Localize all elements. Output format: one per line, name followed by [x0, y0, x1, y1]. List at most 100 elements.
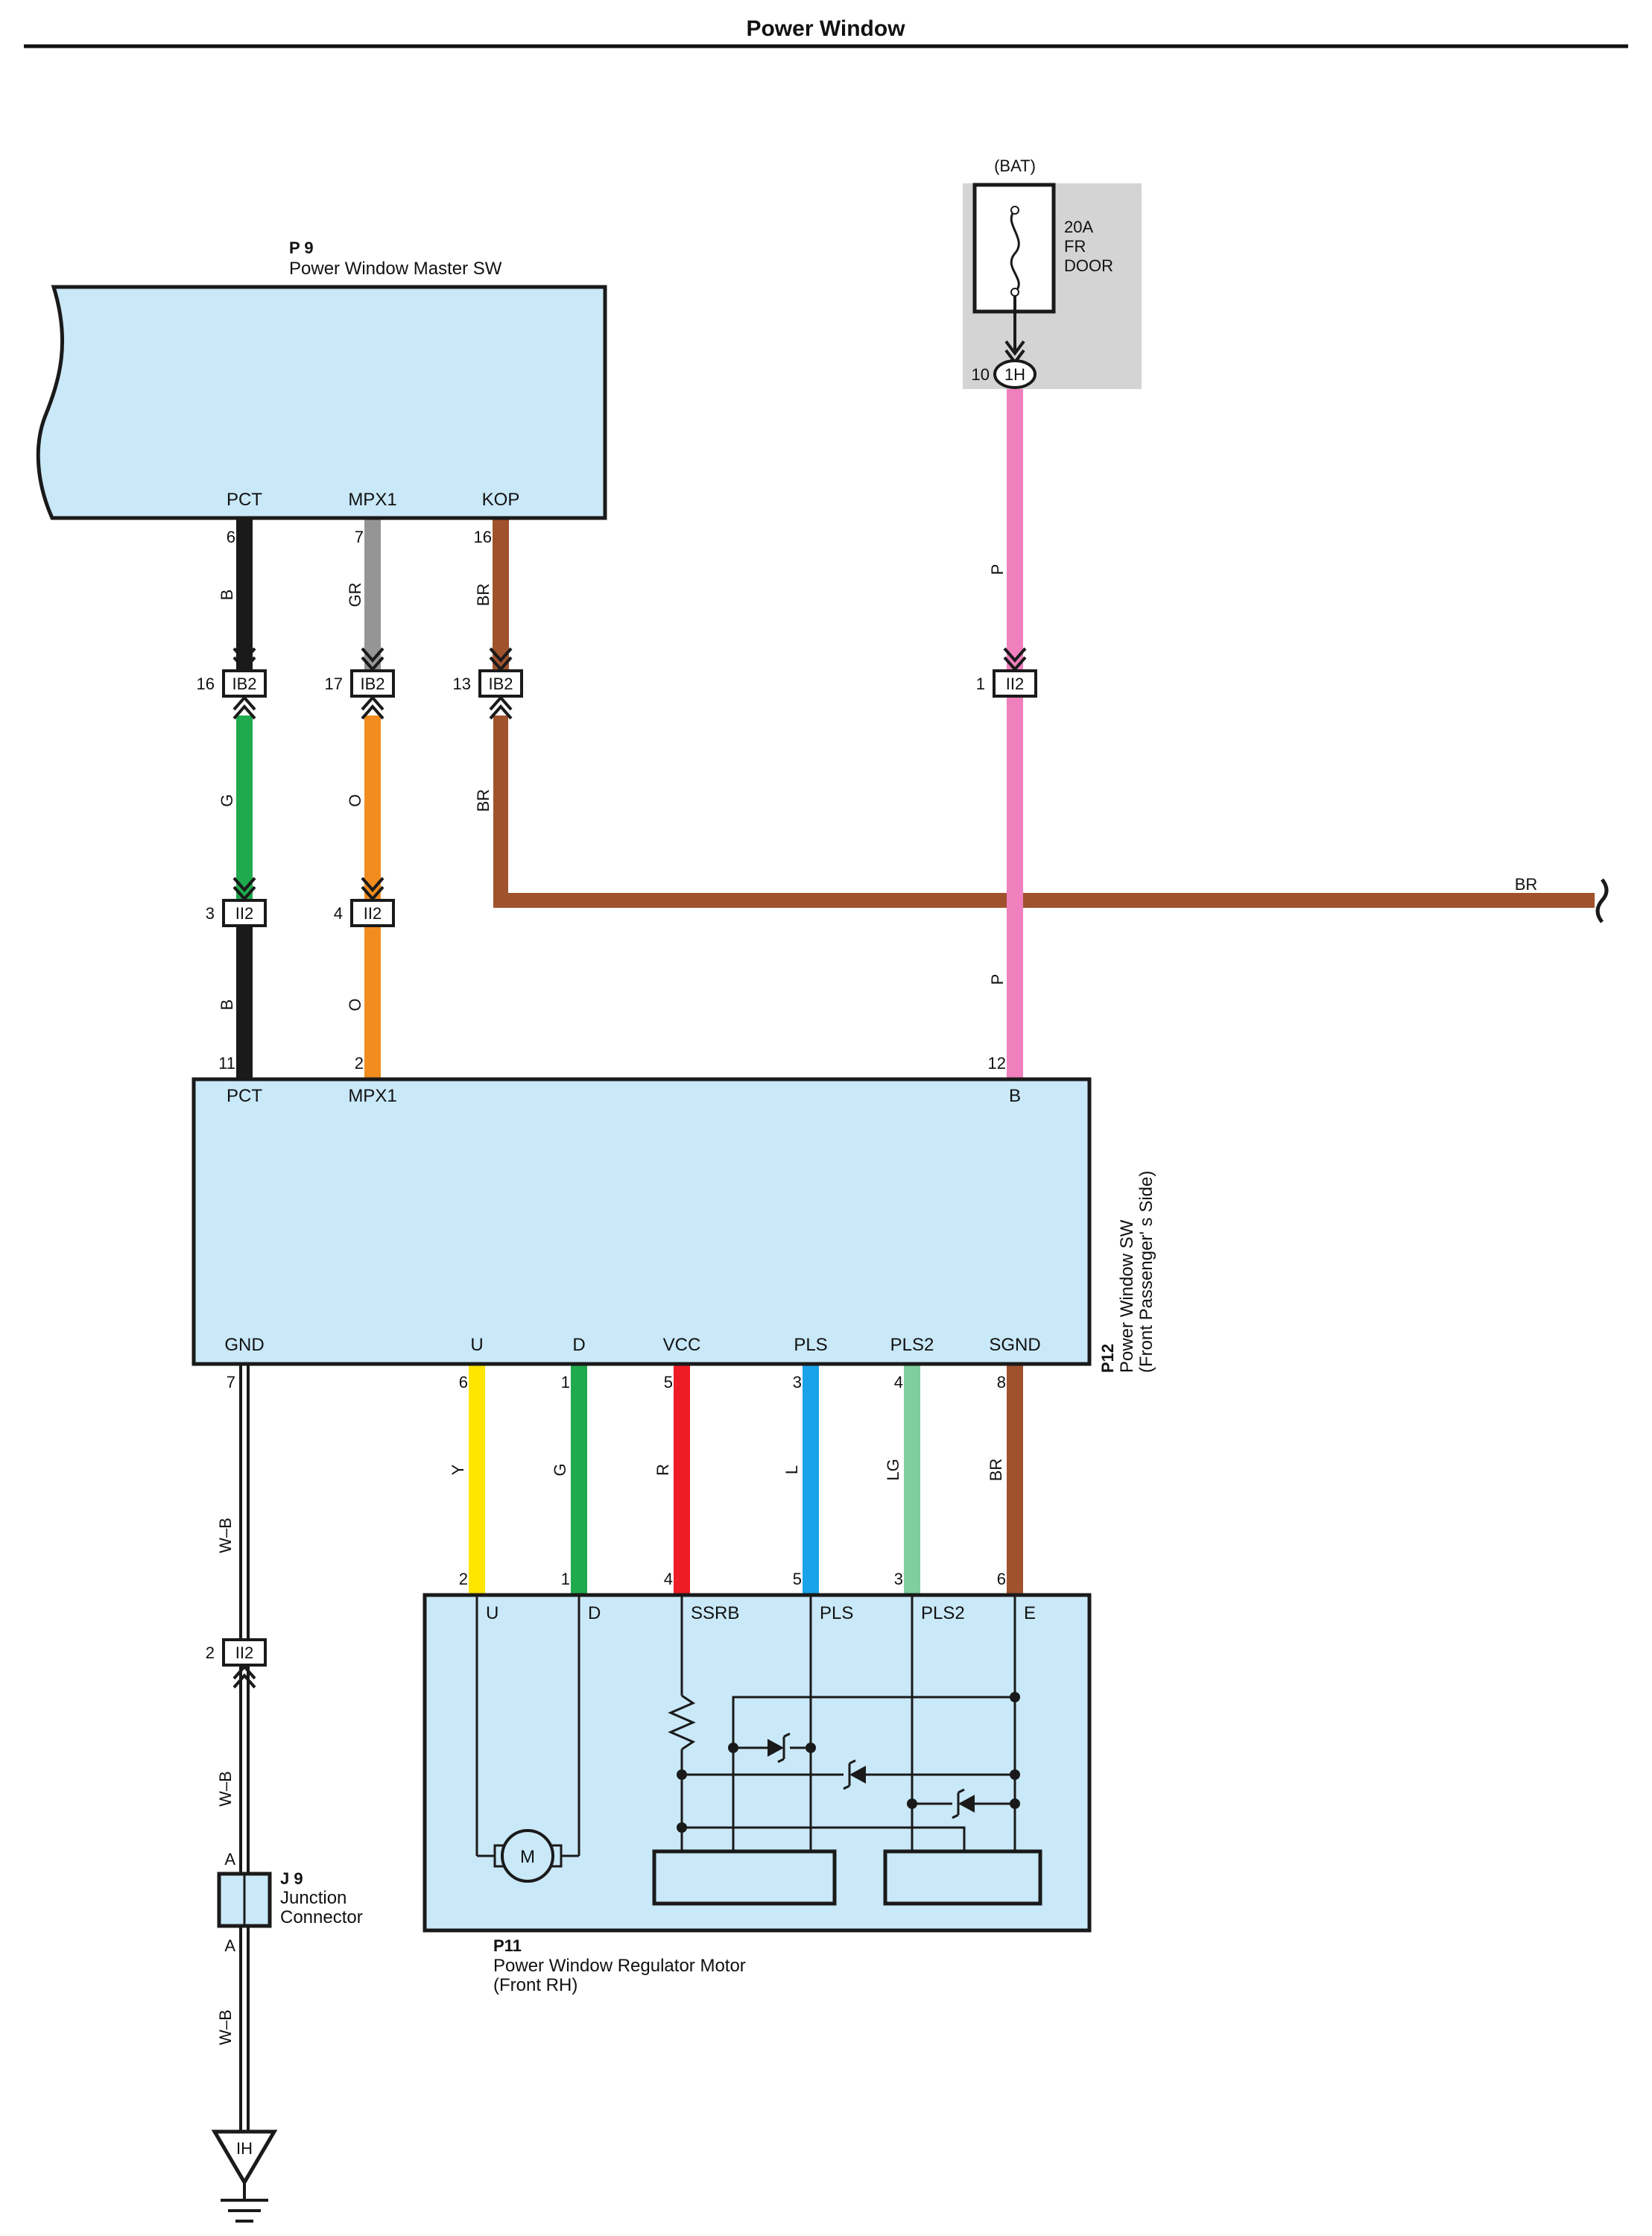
connector-ib2-mpx — [350, 647, 395, 720]
label-gnd-1: W–B — [216, 1517, 235, 1553]
label-gnd-2: W–B — [216, 1771, 235, 1807]
zener-diode-3 — [952, 1788, 975, 1819]
label-kop-mid: BR — [474, 789, 493, 812]
passenger-sw-name: Power Window SW — [1117, 1219, 1137, 1373]
fuse-line1: FR — [1064, 237, 1086, 256]
master-sw-body — [36, 285, 607, 520]
label-mpx-lower: O — [346, 998, 364, 1011]
ib2-pct-num: 16 — [197, 675, 215, 693]
ground-label: IH — [236, 2139, 253, 2158]
passenger-pinnum-mpx1: 2 — [355, 1054, 364, 1073]
passenger-pin-pls: PLS — [794, 1335, 827, 1355]
motor-pinnum-e: 6 — [997, 1570, 1006, 1588]
ib2-mpx-id: IB2 — [360, 675, 384, 693]
ib2-pct-id: IB2 — [232, 675, 256, 693]
passenger-pinnum-u: 6 — [459, 1373, 468, 1392]
motor-pin-ssrb: SSRB — [691, 1603, 739, 1623]
label-pct-lower: B — [218, 999, 236, 1011]
fuse-element — [1010, 209, 1020, 294]
ib2-kop-id: IB2 — [488, 675, 513, 693]
ii2-gnd-id: II2 — [235, 1643, 253, 1662]
passenger-pin-b: B — [1009, 1086, 1021, 1106]
connector-ib2-kop — [478, 647, 523, 720]
wire-kop-branch — [493, 716, 1595, 908]
passenger-pin-pls2: PLS2 — [890, 1335, 934, 1355]
passenger-pin-pct: PCT — [227, 1086, 262, 1106]
passenger-pin-gnd: GND — [224, 1335, 264, 1355]
ii2-gnd-num: 2 — [206, 1643, 215, 1662]
motor-pinnum-pls: 5 — [793, 1570, 802, 1588]
label-pct-upper: B — [218, 590, 236, 601]
wire-break-mark — [1595, 878, 1609, 923]
passenger-pinnum-d: 1 — [561, 1373, 570, 1392]
motor-pin-d: D — [588, 1603, 601, 1623]
master-pinnum-kop: 16 — [474, 528, 492, 546]
master-pin-pct: PCT — [227, 490, 262, 510]
motor-symbol: M — [493, 1829, 563, 1883]
ii2-pct-num: 3 — [206, 904, 215, 923]
ii2-mpx-num: 4 — [334, 904, 343, 923]
fuse-rating: 20A — [1064, 218, 1093, 236]
ii2-mpx-id: II2 — [364, 904, 382, 923]
label-br-branch: BR — [1515, 875, 1538, 894]
junction-dots — [677, 1692, 1020, 1833]
motor-pinnum-u: 2 — [459, 1570, 468, 1588]
wires — [236, 389, 1595, 2132]
passenger-pinnum-pls: 3 — [793, 1373, 802, 1392]
fuse-terminal-num: 10 — [972, 365, 990, 384]
ii2-bat-id: II2 — [1006, 675, 1024, 693]
fuse-terminal — [993, 359, 1037, 389]
ground-triangle — [211, 2129, 278, 2186]
label-gnd-3: W–B — [216, 2009, 235, 2045]
label-d: G — [551, 1463, 569, 1476]
motor-pin-e: E — [1024, 1603, 1036, 1623]
passenger-sw: 11 2 12 PCT MPX1 B GND U D VCC PLS PLS2 … — [192, 1054, 1156, 1392]
connector-ib2-pct — [222, 647, 267, 720]
page-title: Power Window — [746, 16, 905, 41]
passenger-pinnum-b: 12 — [988, 1054, 1006, 1073]
passenger-sw-sub: (Front Passenger' s Side) — [1136, 1171, 1156, 1373]
label-sgnd: BR — [987, 1459, 1005, 1482]
junction-pin-bottom: A — [224, 1936, 235, 1955]
motor-pin-pls2: PLS2 — [921, 1603, 965, 1623]
motor-sub: (Front RH) — [493, 1975, 577, 1995]
regulator-motor: 2 1 4 5 3 6 U D SSRB PLS PLS2 E — [423, 1570, 1092, 1995]
master-sw-name: Power Window Master SW — [289, 259, 502, 279]
connector-ii2-mpx — [350, 877, 395, 927]
passenger-pinnum-vcc: 5 — [664, 1373, 673, 1392]
connector-ii2-bat — [993, 647, 1037, 698]
passenger-pin-sgnd: SGND — [989, 1335, 1040, 1355]
label-bat-upper: P — [988, 564, 1007, 575]
connector-labels: IB2 16 IB2 17 IB2 13 II2 1 II2 3 II2 4 I… — [197, 675, 1025, 1662]
passenger-pinnum-pct: 11 — [218, 1054, 235, 1073]
motor-pin-u: U — [486, 1603, 499, 1623]
passenger-pin-u: U — [470, 1335, 483, 1355]
label-mpx-upper: GR — [346, 583, 364, 607]
label-pct-mid: G — [218, 794, 236, 806]
fuse-terminal-id: 1H — [1004, 365, 1025, 384]
master-pin-mpx1: MPX1 — [348, 490, 396, 510]
label-pls: L — [782, 1465, 801, 1474]
motor-name: Power Window Regulator Motor — [493, 1956, 746, 1976]
passenger-pin-vcc: VCC — [663, 1335, 701, 1355]
motor-sensor-block-1 — [652, 1849, 837, 1906]
passenger-pinnum-pls2: 4 — [894, 1373, 903, 1392]
ii2-bat-num: 1 — [976, 675, 985, 693]
motor-pin-pls: PLS — [820, 1603, 853, 1623]
master-pin-kop: KOP — [482, 490, 520, 510]
label-mpx-mid: O — [346, 794, 364, 806]
passenger-pinnum-sgnd: 8 — [997, 1373, 1006, 1392]
fuse-line2: DOOR — [1064, 256, 1113, 275]
passenger-pinnum-gnd: 7 — [227, 1373, 235, 1392]
junction-connector: A A J 9 Junction Connector — [217, 1850, 363, 1955]
connector-ii2-pct — [222, 877, 267, 927]
passenger-pin-d: D — [572, 1335, 585, 1355]
connectors — [222, 647, 1037, 1689]
label-vcc: R — [653, 1464, 672, 1476]
junction-code: J 9 — [280, 1869, 303, 1888]
master-pinnum-mpx1: 7 — [355, 528, 364, 546]
master-pinnum-pct: 6 — [227, 528, 235, 546]
label-pls2: LG — [884, 1459, 902, 1480]
ib2-mpx-num: 17 — [325, 675, 343, 693]
